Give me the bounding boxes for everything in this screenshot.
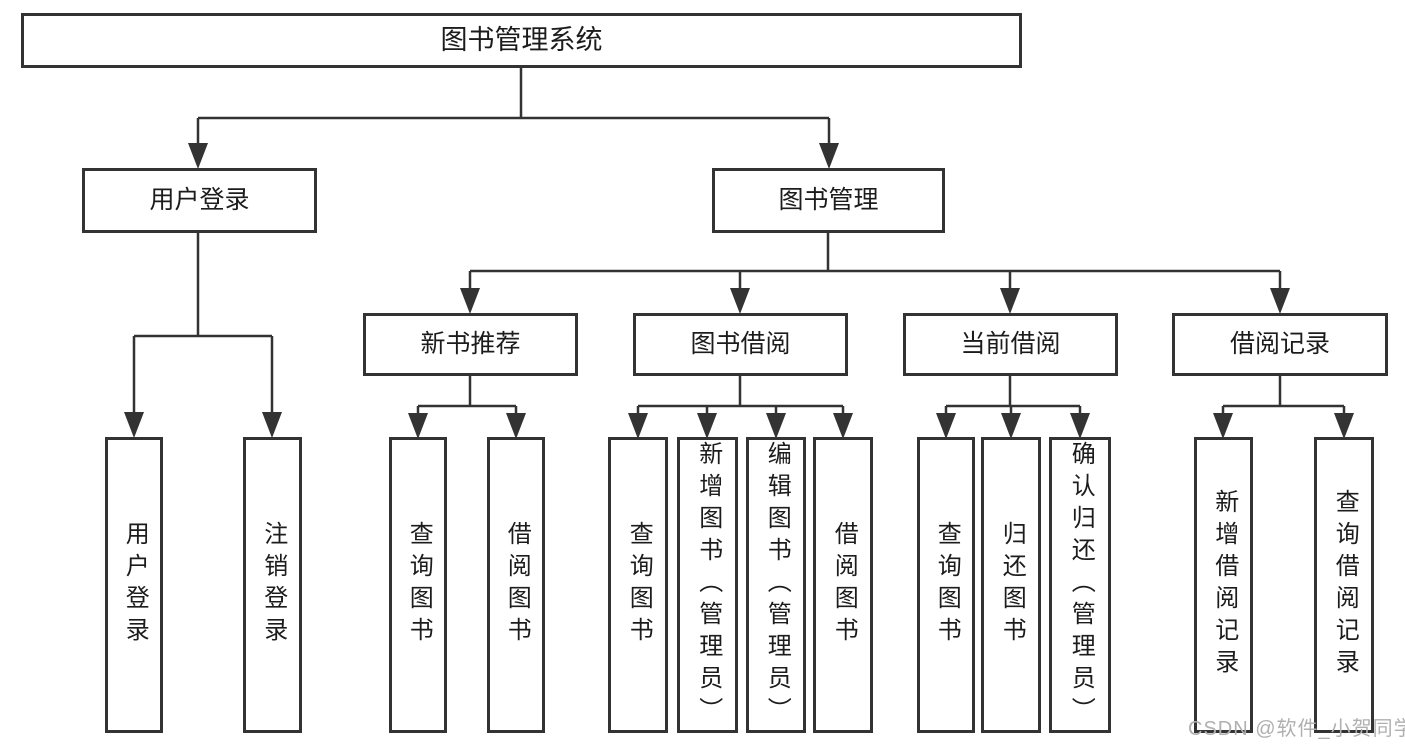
node-library-system: 图书管理系统	[21, 13, 1022, 68]
leaf-nb-query-books: 查询图书	[389, 437, 447, 733]
leaf-logout: 注销登录	[243, 437, 302, 733]
leaf-cb-query-books: 查询图书	[917, 437, 975, 733]
leaf-cb-return-books: 归还图书	[981, 437, 1041, 733]
leaf-bb-borrow-books: 借阅图书	[813, 437, 873, 733]
csdn-watermark: CSDN @软件_小贺同学	[1188, 718, 1405, 740]
leaf-cb-confirm-return-admin: 确认归还（管理员）	[1049, 437, 1111, 733]
leaf-bb-add-books-admin: 新增图书（管理员）	[677, 437, 738, 733]
node-book-borrowing: 图书借阅	[633, 313, 848, 376]
leaf-nb-borrow-books: 借阅图书	[487, 437, 545, 733]
leaf-bb-query-books: 查询图书	[608, 437, 668, 733]
node-current-borrowing: 当前借阅	[903, 313, 1118, 376]
leaf-br-query-record: 查询借阅记录	[1314, 437, 1374, 733]
node-new-book-recommend: 新书推荐	[363, 313, 578, 376]
leaf-bb-edit-books-admin: 编辑图书（管理员）	[746, 437, 806, 733]
arrowhead-icons	[124, 143, 1354, 439]
node-borrowing-records: 借阅记录	[1172, 313, 1388, 376]
leaf-user-login: 用户登录	[105, 437, 163, 733]
leaf-br-add-record: 新增借阅记录	[1194, 437, 1253, 733]
node-user-login: 用户登录	[82, 168, 317, 233]
node-book-management: 图书管理	[712, 168, 945, 233]
